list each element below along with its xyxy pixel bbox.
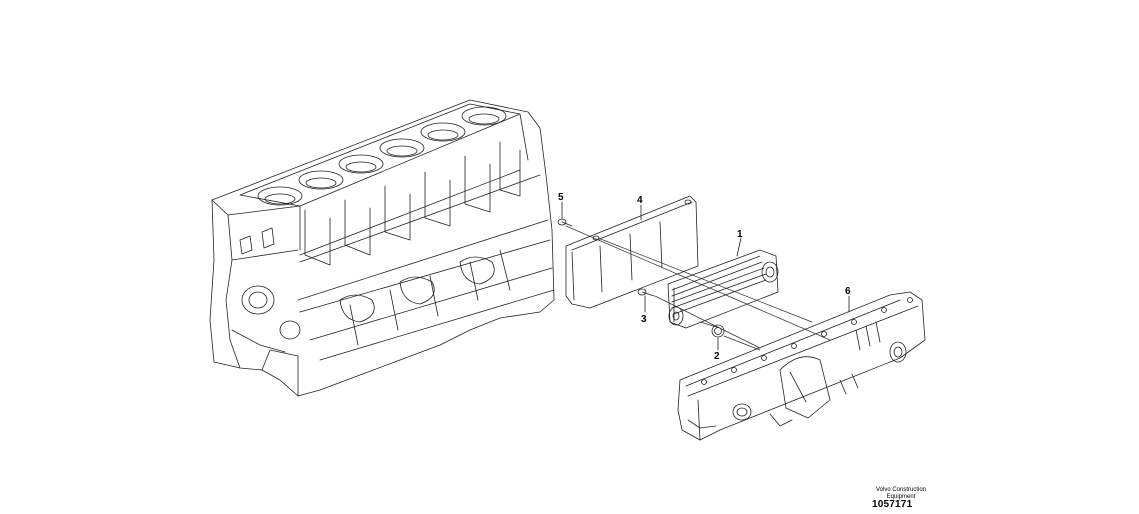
callout-3: 3 [641, 314, 647, 325]
callout-4: 4 [637, 195, 643, 206]
part-5-bolt [557, 218, 573, 227]
credit-line-2: Equipment [886, 494, 916, 500]
engine-block [209, 99, 555, 397]
cylinder-bores [257, 106, 507, 206]
callout-1: 1 [737, 229, 743, 240]
credit-text: Volvo Construction Equipment [864, 487, 938, 501]
callout-6: 6 [845, 286, 851, 297]
part-1-oil-cooler [667, 249, 779, 329]
part-3-bolt [637, 288, 655, 297]
leader-lines [561, 201, 850, 351]
part-6-cooler-cover [677, 291, 926, 441]
reference-number: 1057171 [872, 499, 913, 510]
assembly-lines [565, 225, 831, 351]
part-4-plate [565, 195, 699, 309]
credit-line-1: Volvo Construction [875, 487, 927, 493]
part-2-seal-ring [711, 324, 725, 338]
callout-5: 5 [558, 192, 564, 203]
callout-2: 2 [714, 351, 720, 362]
